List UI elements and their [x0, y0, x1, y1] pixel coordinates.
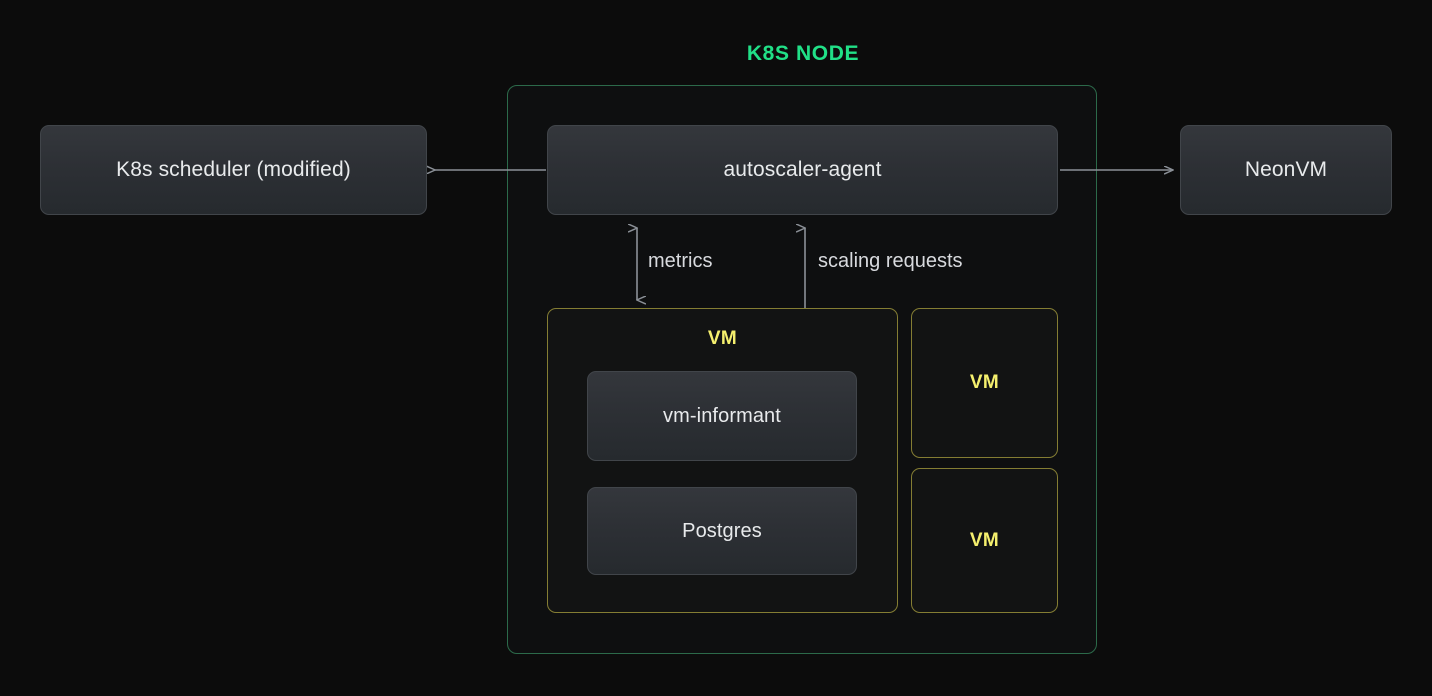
- postgres-box[interactable]: Postgres: [587, 487, 857, 575]
- vm-informant-label: vm-informant: [663, 404, 781, 427]
- metrics-arrow-label: metrics: [648, 250, 713, 272]
- vm-small-box-2[interactable]: VM: [911, 468, 1058, 613]
- page-title: K8S NODE: [746, 42, 860, 65]
- neonvm-label: NeonVM: [1244, 158, 1328, 181]
- vm-main-label: VM: [707, 328, 738, 349]
- k8s-scheduler-box[interactable]: K8s scheduler (modified): [40, 125, 427, 215]
- k8s-scheduler-label: K8s scheduler (modified): [116, 158, 351, 181]
- autoscaler-agent-label: autoscaler-agent: [723, 158, 882, 181]
- autoscaler-agent-box[interactable]: autoscaler-agent: [547, 125, 1058, 215]
- scaling-requests-arrow-label: scaling requests: [818, 250, 963, 272]
- vm-small-box-1[interactable]: VM: [911, 308, 1058, 458]
- postgres-label: Postgres: [682, 519, 762, 542]
- neonvm-box[interactable]: NeonVM: [1180, 125, 1392, 215]
- vm-small-label-1: VM: [969, 372, 1000, 393]
- vm-small-label-2: VM: [969, 529, 1000, 551]
- vm-informant-box[interactable]: vm-informant: [587, 371, 857, 461]
